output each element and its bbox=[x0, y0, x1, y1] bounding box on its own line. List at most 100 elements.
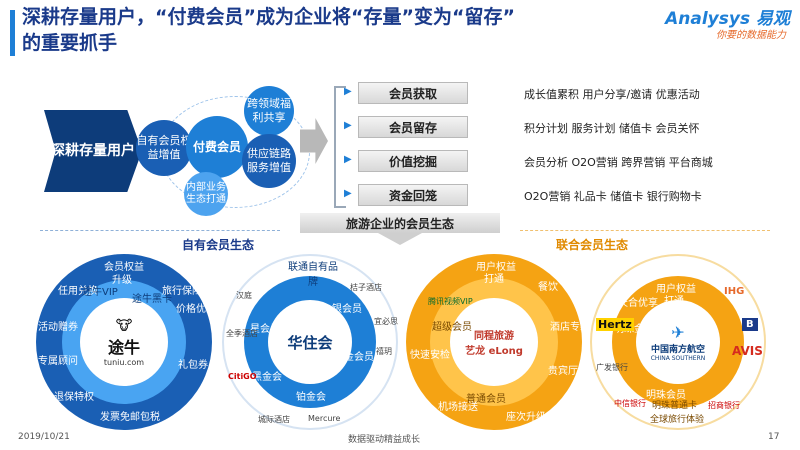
tuniu-logo-icon: 🐮 bbox=[115, 317, 133, 334]
huazhu-brand-logo: CitiGO bbox=[228, 372, 257, 381]
tuniu-outer-label: 会员权益 bbox=[104, 262, 144, 273]
arrow-icon: ▶ bbox=[344, 154, 352, 165]
csair-name-en: CHINA SOUTHERN bbox=[650, 354, 706, 362]
tongcheng-inner-label: 普通会员 bbox=[466, 394, 506, 405]
tongcheng-outer-label: 贵宾厅 bbox=[548, 366, 578, 377]
page-title-line2: 的重要抓手 bbox=[22, 32, 118, 54]
tuniu-outer-label: 升级 bbox=[112, 275, 132, 286]
bubble-supply-chain: 供应链路服务增值 bbox=[242, 134, 296, 188]
huazhu-brand-logo: 桔子酒店 bbox=[350, 283, 382, 292]
tongcheng-inner-label: 超级会员 bbox=[432, 322, 472, 333]
bubble-center: 付费会员 bbox=[186, 116, 248, 178]
csair-outer-label: 天合优享 bbox=[618, 298, 658, 309]
tongcheng-top-label: 用户权益 bbox=[476, 262, 516, 273]
bubble-internal: 内部业务生态打通 bbox=[184, 172, 228, 216]
tuniu-outer-label: 发票免邮包税 bbox=[100, 412, 160, 423]
b-logo: B bbox=[742, 318, 758, 331]
category-row: ▶ 会员留存 积分计划 服务计划 储值卡 会员关怀 bbox=[344, 116, 784, 138]
tuniu-outer-label: 任用兑换 bbox=[58, 286, 98, 297]
page-title: 深耕存量用户，“付费会员”成为企业将“存量”变为“留存” 的重要抓手 bbox=[22, 4, 662, 56]
category-list: ▶ 会员获取 成长值累积 用户分享/邀请 优惠活动 ▶ 会员留存 积分计划 服务… bbox=[344, 82, 784, 212]
category-row: ▶ 会员获取 成长值累积 用户分享/邀请 优惠活动 bbox=[344, 82, 784, 104]
category-box: 资金回笼 bbox=[358, 184, 468, 206]
elong-logo: 艺龙 eLong bbox=[465, 346, 523, 357]
huazhu-inner-label: 银会员 bbox=[332, 304, 362, 315]
huazhu-brand-logo: 城际酒店 bbox=[258, 415, 290, 424]
huazhu-inner-label: 星会员 bbox=[250, 324, 280, 335]
huazhu-center: 华住会 bbox=[268, 300, 352, 384]
tongcheng-top-sub: 打通 bbox=[484, 274, 504, 285]
ihg-logo: IHG bbox=[724, 286, 745, 297]
huazhu-name: 华住会 bbox=[287, 333, 333, 352]
category-desc: 成长值累积 用户分享/邀请 优惠活动 bbox=[524, 88, 700, 101]
huazhu-brand-logo: 汉庭 bbox=[236, 291, 252, 300]
tuniu-outer-label: 活动赠券 bbox=[38, 322, 78, 333]
huazhu-brand-logo: 全季酒店 bbox=[226, 329, 258, 338]
category-box: 会员留存 bbox=[358, 116, 468, 138]
category-row: ▶ 资金回笼 O2O营销 礼品卡 储值卡 银行购物卡 bbox=[344, 184, 784, 206]
bubble-own-rights: 自有会员权益增值 bbox=[136, 120, 192, 176]
csair-outer-label: 全球旅行体验 bbox=[650, 415, 705, 425]
category-row: ▶ 价值挖掘 会员分析 O2O营销 跨界营销 平台商城 bbox=[344, 150, 784, 172]
category-desc: 积分计划 服务计划 储值卡 会员关怀 bbox=[524, 122, 700, 135]
page-title-line1: 深耕存量用户，“付费会员”成为企业将“存量”变为“留存” bbox=[22, 6, 515, 28]
tongcheng-outer-label: 快速安检 bbox=[410, 350, 450, 361]
citic-logo: 中信银行 bbox=[614, 399, 646, 408]
csair-name: 中国南方航空 bbox=[650, 344, 705, 355]
tongcheng-outer-label: 酒店专线 bbox=[550, 322, 590, 333]
tuniu-name: 途牛 bbox=[107, 337, 140, 357]
category-box: 价值挖掘 bbox=[358, 150, 468, 172]
tencent-video-logo: 腾讯视频VIP bbox=[428, 297, 473, 306]
category-bracket bbox=[334, 86, 346, 208]
banner-down-arrow bbox=[378, 233, 422, 245]
tongcheng-logo: 同程旅游 bbox=[474, 331, 514, 342]
own-ecosystem-title: 自有会员生态 bbox=[182, 238, 255, 252]
tongcheng-outer-label: 机场接送 bbox=[438, 402, 478, 413]
tuniu-inner-label: 途牛VIP bbox=[82, 287, 118, 298]
huazhu-inner-label: 黑金会 bbox=[252, 372, 282, 383]
arrow-icon: ▶ bbox=[344, 188, 352, 199]
hertz-logo: Hertz bbox=[596, 318, 634, 331]
footer-center: 数据驱动精益成长 bbox=[348, 435, 421, 445]
huazhu-brand-logo: 禧玥 bbox=[376, 347, 392, 356]
csair-center: ✈ 中国南方航空 CHINA SOUTHERN bbox=[636, 300, 720, 384]
page-number: 17 bbox=[768, 432, 780, 442]
category-desc: 会员分析 O2O营销 跨界营销 平台商城 bbox=[524, 156, 713, 169]
csair-outer-label: 明珠普通卡 bbox=[652, 401, 698, 411]
tuniu-center: 🐮 途牛 tuniu.com bbox=[80, 298, 168, 386]
cmb-logo: 招商银行 bbox=[708, 401, 740, 410]
huazhu-inner-label: 铂金会 bbox=[296, 392, 326, 403]
avis-logo: AVIS bbox=[732, 344, 763, 358]
footer-date: 2019/10/21 bbox=[18, 432, 70, 442]
tuniu-outer-label: 价格优惠 bbox=[176, 304, 216, 315]
title-accent-bar bbox=[10, 10, 15, 56]
bubble-cross-domain: 跨领域福利共享 bbox=[244, 86, 294, 136]
ecosystem-banner: 旅游企业的会员生态 bbox=[300, 213, 500, 233]
tongcheng-outer-label: 座次升级 bbox=[506, 412, 546, 423]
alliance-ecosystem-title: 联合会员生态 bbox=[556, 238, 629, 252]
tongcheng-outer-label: 餐饮 bbox=[538, 282, 558, 293]
tongcheng-center: 同程旅游 艺龙 eLong bbox=[450, 298, 538, 386]
csair-inner-label: 明珠金卡 bbox=[614, 324, 654, 335]
tuniu-inner-label: 途牛黑卡 bbox=[132, 294, 172, 305]
category-box: 会员获取 bbox=[358, 82, 468, 104]
huazhu-top-label: 联通自有品牌 bbox=[288, 262, 338, 288]
huazhu-brand-logo: 宜必思 bbox=[374, 317, 398, 326]
csair-top-label: 用户权益 bbox=[656, 284, 696, 295]
csair-top-sub: 打通 bbox=[664, 296, 684, 307]
tuniu-outer-label: 免退保特权 bbox=[44, 392, 94, 403]
arrow-icon: ▶ bbox=[344, 120, 352, 131]
tuniu-outer-label: 专属顾问 bbox=[38, 356, 78, 367]
own-divider bbox=[40, 230, 280, 231]
core-label: 深耕存量用户 bbox=[51, 143, 135, 159]
brand-logo: Analysys 易观 bbox=[665, 9, 790, 29]
category-desc: O2O营销 礼品卡 储值卡 银行购物卡 bbox=[524, 190, 702, 203]
brand-slogan: 你要的数据能力 bbox=[716, 30, 786, 41]
cgb-logo: 广发银行 bbox=[596, 363, 628, 372]
csair-logo-icon: ✈ bbox=[671, 322, 685, 342]
tuniu-outer-label: 旅行保险 bbox=[162, 286, 202, 297]
alliance-divider bbox=[520, 230, 770, 231]
arrow-icon: ▶ bbox=[344, 86, 352, 97]
core-box: 深耕存量用户 bbox=[44, 110, 142, 192]
csair-inner-label: 明珠会员 bbox=[646, 390, 686, 401]
